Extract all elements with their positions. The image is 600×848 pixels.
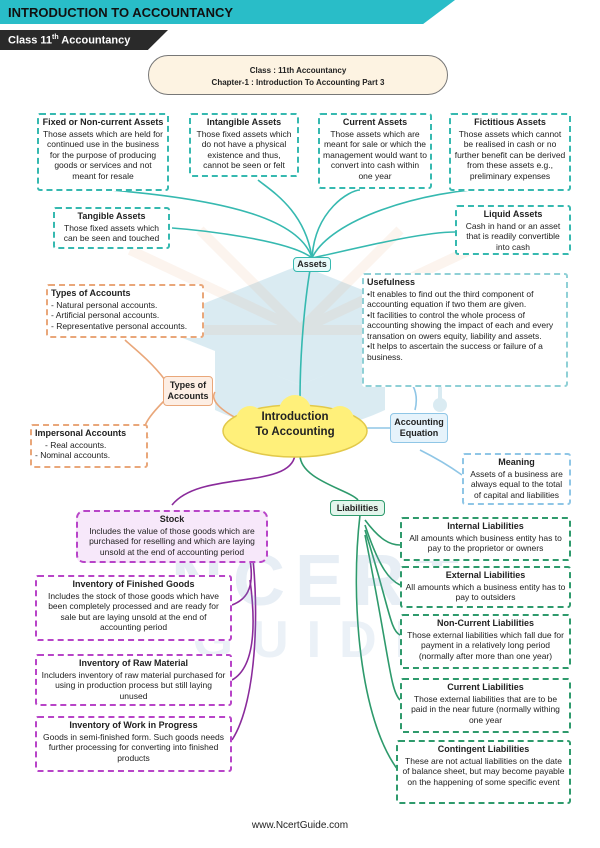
watermark-guide: GUIDE [192,611,448,669]
intangible-assets-box: Intangible Assets Those fixed assets whi… [189,113,299,177]
box-title: Inventory of Work in Progress [69,720,198,730]
box-text: Those external liabilities which fall du… [407,629,564,661]
box-title: Non-Current Liabilities [436,618,534,628]
box-text: Those external liabilities that are to b… [411,693,560,725]
box-text: Cash in hand or an asset that is readily… [465,220,561,252]
external-liabilities-box: External Liabilities All amounts which a… [400,566,571,608]
box-title: Fixed or Non-current Assets [42,117,164,127]
work-in-progress-box: Inventory of Work in Progress Goods in s… [35,716,232,772]
center-line2: To Accounting [255,426,335,438]
box-text: Those assets which are meant for sale or… [323,128,427,181]
current-liabilities-box: Current Liabilities Those external liabi… [400,678,571,733]
fixed-assets-box: Fixed or Non-current Assets Those assets… [37,113,169,191]
box-title: Tangible Assets [77,211,146,221]
box-title: Internal Liabilities [447,521,524,531]
usefulness-box: Usefulness •It enables to find out the t… [362,273,568,387]
box-title: Intangible Assets [206,117,282,127]
box-text: These are not actual liabilities on the … [402,755,565,787]
list-item: - Artificial personal accounts. [51,310,160,320]
box-text: Those assets which cannot be realised in… [454,128,566,181]
box-text: Includers inventory of raw material purc… [41,669,226,701]
liabilities-connectors [299,454,401,771]
center-line1: Introduction [261,411,329,423]
chapter-header: Class : 11th Accountancy Chapter-1 : Int… [148,55,448,95]
box-text: Those fixed assets which do not have a p… [196,128,292,171]
non-current-liabilities-box: Non-Current Liabilities Those external l… [400,614,571,669]
stock-box: Stock Includes the value of those goods … [76,510,268,563]
box-title: Stock [159,514,185,524]
liquid-assets-box: Liquid Assets Cash in hand or an asset t… [455,205,571,255]
assets-node: Assets [293,257,331,272]
box-text: Includes the stock of those goods which … [47,590,220,633]
center-cloud-shape [222,395,368,458]
box-title: Current Liabilities [447,682,524,692]
box-text: All amounts which a business entity has … [405,581,566,603]
list-item: •It facilities to control the whole proc… [367,309,554,341]
list-item: - Representative personal accounts. [51,320,188,331]
box-title: Liquid Assets [483,209,543,219]
list-item: •It helps to ascertain the success or fa… [367,341,543,362]
fictitious-assets-box: Fictitious Assets Those assets which can… [449,113,571,191]
header-line1: Class : 11th Accountancy [249,66,347,75]
box-text: Those assets which are held for continue… [42,128,163,181]
box-title: Inventory of Finished Goods [72,579,195,589]
tangible-assets-box: Tangible Assets Those fixed assets which… [53,207,170,249]
personal-accounts-box: Types of Accounts - Natural personal acc… [46,284,204,338]
list-item: - Natural personal accounts. [51,299,158,310]
header-line2: Chapter-1 : Introduction To Accounting P… [211,78,385,87]
box-title: Meaning [498,457,535,467]
assets-connectors [109,179,501,401]
box-text: Goods in semi-finished form. Such goods … [43,731,224,763]
box-title: Impersonal Accounts [35,428,127,438]
box-title: Current Assets [342,117,408,127]
list-item: •It enables to find out the third compon… [367,288,534,310]
internal-liabilities-box: Internal Liabilities All amounts which b… [400,517,571,561]
box-title: Fictitious Assets [474,117,546,127]
page-title-banner: INTRODUCTION TO ACCOUNTANCY [0,0,455,24]
raw-material-box: Inventory of Raw Material Includers inve… [35,654,232,706]
impersonal-accounts-box: Impersonal Accounts - Real accounts. - N… [30,424,148,468]
box-title: External Liabilities [445,570,526,580]
contingent-liabilities-box: Contingent Liabilities These are not act… [396,740,571,804]
center-topic: Introduction To Accounting [222,410,368,440]
types-of-accounts-node: Types of Accounts [163,376,213,406]
liabilities-node: Liabilities [330,500,385,516]
meaning-box: Meaning Assets of a business are always … [462,453,571,505]
box-title: Contingent Liabilities [437,744,530,754]
footer-url[interactable]: www.NcertGuide.com [251,820,349,831]
list-item: - Real accounts. [45,439,107,450]
class-prefix: Class 11 [8,34,53,47]
box-text: Assets of a business are always equal to… [470,468,563,500]
list-item: - Nominal accounts. [35,450,111,460]
finished-goods-box: Inventory of Finished Goods Includes the… [35,575,232,641]
class-sup: th [52,34,59,41]
box-text: Includes the value of those goods which … [89,525,255,557]
box-title: Types of Accounts [51,288,131,298]
class-banner: Class 11th Accountancy [0,30,168,50]
box-title: Usefulness [367,277,416,287]
accounting-equation-node: Accounting Equation [390,413,448,443]
box-title: Inventory of Raw Material [78,658,189,668]
box-text: All amounts which business entity has to… [409,532,562,554]
box-text: Those fixed assets which can be seen and… [63,222,160,244]
current-assets-box: Current Assets Those assets which are me… [318,113,432,189]
class-suffix: Accountancy [58,34,131,47]
